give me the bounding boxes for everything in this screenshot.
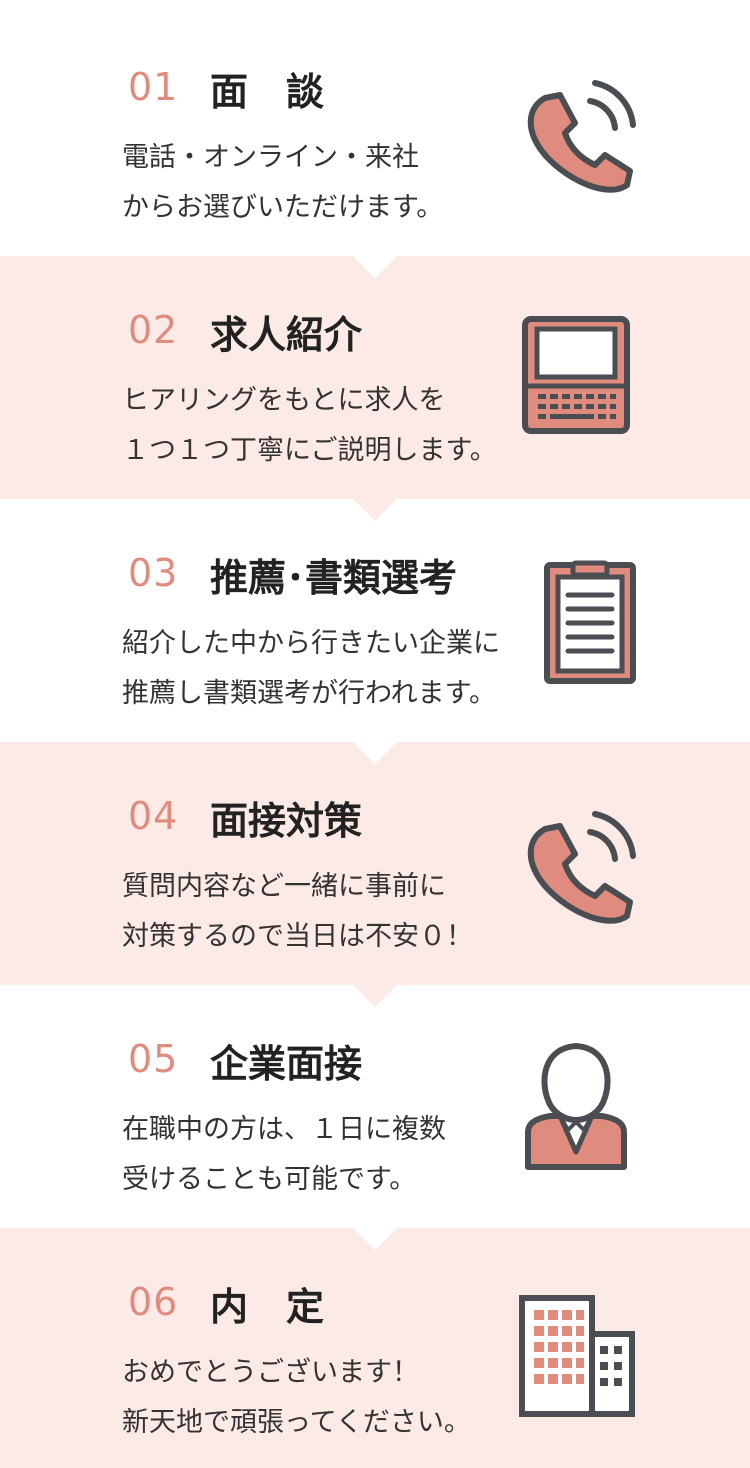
step-description: おめでとうございます！ 新天地で頑張ってください。 (122, 1348, 471, 1448)
step-description: ヒアリングをもとに求人を １つ１つ丁寧にご説明します。 (122, 376, 497, 476)
step-number: 01 (128, 65, 179, 109)
step-arrow (353, 742, 397, 764)
description-line: 推薦し書類選考が行われます。 (122, 678, 496, 709)
person-icon (520, 1040, 632, 1172)
step-arrow (353, 1228, 397, 1250)
description-line: 在職中の方は、１日に複数 (122, 1114, 446, 1145)
step-arrow (353, 499, 397, 521)
description-line: 対策するので当日は不安０！ (122, 921, 473, 952)
step-number: 06 (128, 1280, 179, 1324)
step-description: 紹介した中から行きたい企業に 推薦し書類選考が行われます。 (122, 619, 500, 719)
step-number: 02 (128, 308, 179, 352)
step-number: 03 (128, 551, 179, 595)
step-number: 04 (128, 794, 179, 838)
clipboard-icon (543, 559, 637, 685)
description-line: 紹介した中から行きたい企業に (122, 628, 500, 659)
step-title: 内 定 (210, 1285, 325, 1329)
description-line: 新天地で頑張ってください。 (122, 1407, 471, 1438)
step-title: 面 談 (210, 70, 325, 114)
description-line: からお選びいただけます。 (122, 192, 444, 223)
step-1: 01 面 談 電話・オンライン・来社 からお選びいただけます。 (0, 13, 750, 256)
step-arrow (353, 985, 397, 1007)
description-line: 質問内容など一緒に事前に (122, 871, 446, 902)
building-icon (518, 1294, 636, 1418)
description-line: 電話・オンライン・来社 (122, 142, 419, 173)
description-line: ヒアリングをもとに求人を (122, 385, 446, 416)
step-2: 02 求人紹介 ヒアリングをもとに求人を １つ１つ丁寧にご説明します。 (0, 256, 750, 499)
step-arrow (353, 256, 397, 278)
step-title: 企業面接 (210, 1042, 363, 1086)
step-6: 06 内 定 おめでとうございます！ 新天地で頑張ってください。 (0, 1228, 750, 1468)
phone-icon (515, 73, 640, 198)
step-5: 05 企業面接 在職中の方は、１日に複数 受けることも可能です。 (0, 985, 750, 1228)
step-description: 在職中の方は、１日に複数 受けることも可能です。 (122, 1105, 446, 1205)
step-description: 質問内容など一緒に事前に 対策するので当日は不安０！ (122, 862, 473, 962)
laptop-icon (520, 314, 632, 436)
description-line: おめでとうございます！ (122, 1357, 419, 1388)
phone-icon (515, 804, 640, 929)
step-description: 電話・オンライン・来社 からお選びいただけます。 (122, 133, 443, 233)
description-line: １つ１つ丁寧にご説明します。 (122, 435, 497, 466)
step-4: 04 面接対策 質問内容など一緒に事前に 対策するので当日は不安０！ (0, 742, 750, 985)
step-number: 05 (128, 1037, 179, 1081)
step-title: 求人紹介 (210, 313, 363, 357)
step-title: 面接対策 (210, 799, 363, 843)
description-line: 受けることも可能です。 (122, 1164, 417, 1195)
step-title: 推薦･書類選考 (210, 556, 458, 600)
step-3: 03 推薦･書類選考 紹介した中から行きたい企業に 推薦し書類選考が行われます。 (0, 499, 750, 742)
